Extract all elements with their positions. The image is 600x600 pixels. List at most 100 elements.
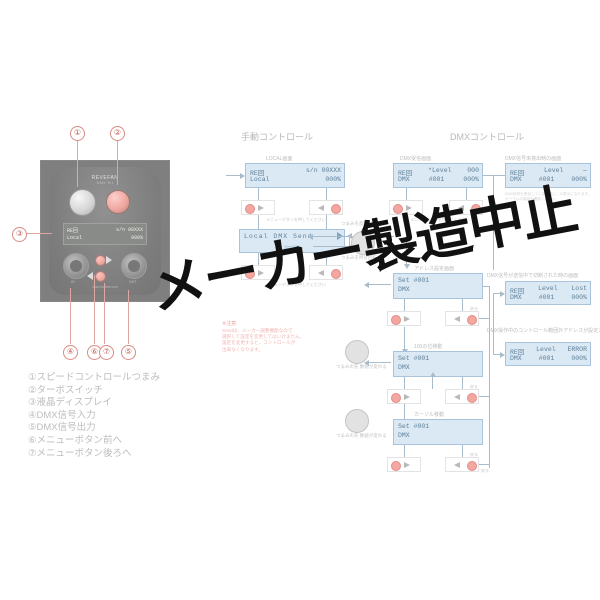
dmx-tens-label: カーソル移動	[414, 412, 445, 418]
manual-button-back[interactable]	[309, 200, 343, 215]
dmx-receive-line2: DMX #001 000%	[398, 176, 479, 183]
device-photo: REVEFAN DMX Kit RE回 s/n 00XXX Local 000%	[40, 160, 170, 302]
callout-5: ⑤	[121, 345, 136, 360]
menu-button-back[interactable]	[95, 271, 106, 282]
dmx-nosignal-l1-left: RE回	[510, 170, 525, 177]
lcd-line2-right: 000%	[130, 235, 143, 241]
knob-ccw-caption: つまみを反時計回転	[341, 221, 382, 226]
dmx-error-l1-mid: Level	[536, 346, 556, 353]
dmx-set3-button-back[interactable]	[445, 457, 479, 472]
dmx-lost-l2-left: DMX	[510, 294, 522, 301]
menu-back-triangle-icon-2	[318, 270, 324, 276]
manual-warning-note: ※注意 Sendは、メーカー調整機能なので 選択して設定を変更してはいけません。…	[222, 320, 314, 353]
manual-button-caption-2: メニューボタンを押してください	[266, 282, 326, 287]
dmx-input-port[interactable]	[63, 253, 89, 279]
dmx-error-l2-right: 000%	[571, 355, 587, 362]
dmx-panel-set-1: Set #001 DMX	[393, 273, 483, 299]
dmx-return-join-2	[479, 396, 490, 397]
dmx-error-line2: DMX #001 000%	[510, 355, 587, 362]
knob-line-a	[349, 236, 353, 237]
dmx-set1-arrow-down-left	[401, 299, 408, 316]
speed-knob-diagram[interactable]	[351, 231, 375, 255]
dmx-set1-button-back[interactable]	[445, 311, 479, 326]
dmx-return-top-join	[483, 286, 490, 287]
dmx-panel-receive: RE回 *Level 000 DMX #001 000%	[393, 163, 483, 188]
dmx-set2-back-dot-icon	[467, 393, 477, 403]
dmx-output-port[interactable]	[121, 253, 147, 279]
dmx-return-label-3: 戻る	[470, 452, 478, 457]
menu-button-forward[interactable]	[95, 255, 106, 266]
dmx-lost-line2: DMX #001 000%	[510, 294, 587, 301]
dmx-knob-2-caption: つまみの先 数値が変わる	[336, 433, 387, 438]
dmx-set2-button-back[interactable]	[445, 389, 479, 404]
callout-line-1	[77, 139, 78, 187]
lcd-line-1: RE回 s/n 00XXX	[67, 227, 143, 234]
dmx-knob-1[interactable]	[345, 340, 369, 364]
note-line-1: Sendは、メーカー調整機能なので	[222, 328, 293, 333]
dmx-button-back[interactable]	[449, 200, 483, 215]
dmx-error-arrow	[493, 351, 505, 358]
manual-button-forward[interactable]	[241, 200, 275, 215]
dmx-error-line1: RE回 Level ERROR	[510, 346, 587, 356]
manual-button-forward-2[interactable]	[241, 265, 275, 280]
dmx-lost-l2-right: 000%	[571, 294, 587, 301]
manual-control-title: 手動コントロール	[241, 132, 314, 142]
dmx-nosignal-l2-right: 000%	[571, 176, 587, 183]
dmx-error-l2-mid: #001	[538, 355, 555, 362]
manual-local-l2-left: Local	[250, 176, 270, 183]
legend-item-6: ⑥メニューボタン前へ	[28, 434, 123, 446]
dmx-lost-l1-right: Lost	[571, 285, 587, 292]
dmx-lost-arrow	[493, 290, 505, 297]
menu-back-dot-icon	[331, 204, 341, 214]
menu-back-dot-icon-2	[331, 269, 341, 279]
dmx-hundreds-label: 100の位移動	[414, 344, 443, 350]
dmx-arrow-to-set1	[403, 215, 410, 269]
speed-control-knob[interactable]	[69, 189, 96, 216]
dmx-set1-back-triangle-icon	[454, 316, 460, 322]
dmx-spine-line-2	[493, 293, 494, 354]
manual-panel-local: RE回 s/n 00XXX Local 000%	[245, 163, 345, 188]
brand-model: DMX Kit	[96, 181, 114, 185]
menu-forward-triangle-icon	[258, 205, 264, 211]
dmx-set2-forward-triangle-icon	[404, 394, 410, 400]
dmx-knob-1-arrow	[364, 281, 391, 288]
callout-line-3	[26, 233, 52, 234]
dmx-nosignal-l2-left: DMX	[510, 176, 522, 183]
legend-item-4: ④DMX信号入力	[28, 409, 96, 421]
turbo-switch[interactable]	[106, 190, 130, 214]
dmx-set3-forward-triangle-icon	[404, 462, 410, 468]
manual-arrow-down-left	[255, 188, 262, 205]
dmx-return-join-3	[479, 464, 490, 465]
manual-button-back-2[interactable]	[309, 265, 343, 280]
menu-back-triangle-icon	[318, 205, 324, 211]
dmx-set1-forward-triangle-icon	[404, 316, 410, 322]
dmx-nosignal-l1-right: —	[583, 167, 587, 174]
dmx-button-forward[interactable]	[389, 200, 423, 215]
dmx-set2-button-forward[interactable]	[387, 389, 421, 404]
dmx-set3-line2: DMX	[398, 432, 410, 439]
dmx-set3-back-dot-icon	[467, 461, 477, 471]
legend-item-3: ③液晶ディスプレイ	[28, 397, 112, 409]
dmx-nosignal-line1: RE回 Level —	[510, 167, 587, 177]
dmx-knob-2[interactable]	[345, 409, 369, 433]
dmx-set1-arrow-down-right	[459, 299, 466, 316]
legend-item-7: ⑦メニューボタン後ろへ	[28, 447, 132, 459]
manual-arrow-down-right	[323, 188, 330, 205]
dmx-set2-back-triangle-icon	[454, 394, 460, 400]
dmx-receive-l2-left: DMX	[398, 176, 410, 183]
menu-forward-triangle-icon-2	[258, 270, 264, 276]
callout-line-2	[117, 139, 118, 185]
dmx-receive-line1: RE回 *Level 000	[398, 167, 479, 177]
dmx-set1-button-forward[interactable]	[387, 311, 421, 326]
dmx-panel-error: RE回 Level ERROR DMX #001 000%	[505, 342, 591, 366]
dmx-error-l1-right: ERROR	[567, 346, 587, 353]
dmx-knob-1-caption: つまみの先 数値が変わる	[336, 364, 387, 369]
device-lcd-display: RE回 s/n 00XXX Local 000%	[63, 223, 147, 245]
dmx-set3-button-forward[interactable]	[387, 457, 421, 472]
callout-line-5	[128, 290, 129, 344]
manual-knob-arrow-left	[308, 233, 349, 240]
dmx-receive-l2-mid: #001	[428, 176, 445, 183]
note-line-4: 出来なくなります。	[222, 346, 263, 352]
dmx-nosignal-line2: DMX #001 000%	[510, 176, 587, 183]
